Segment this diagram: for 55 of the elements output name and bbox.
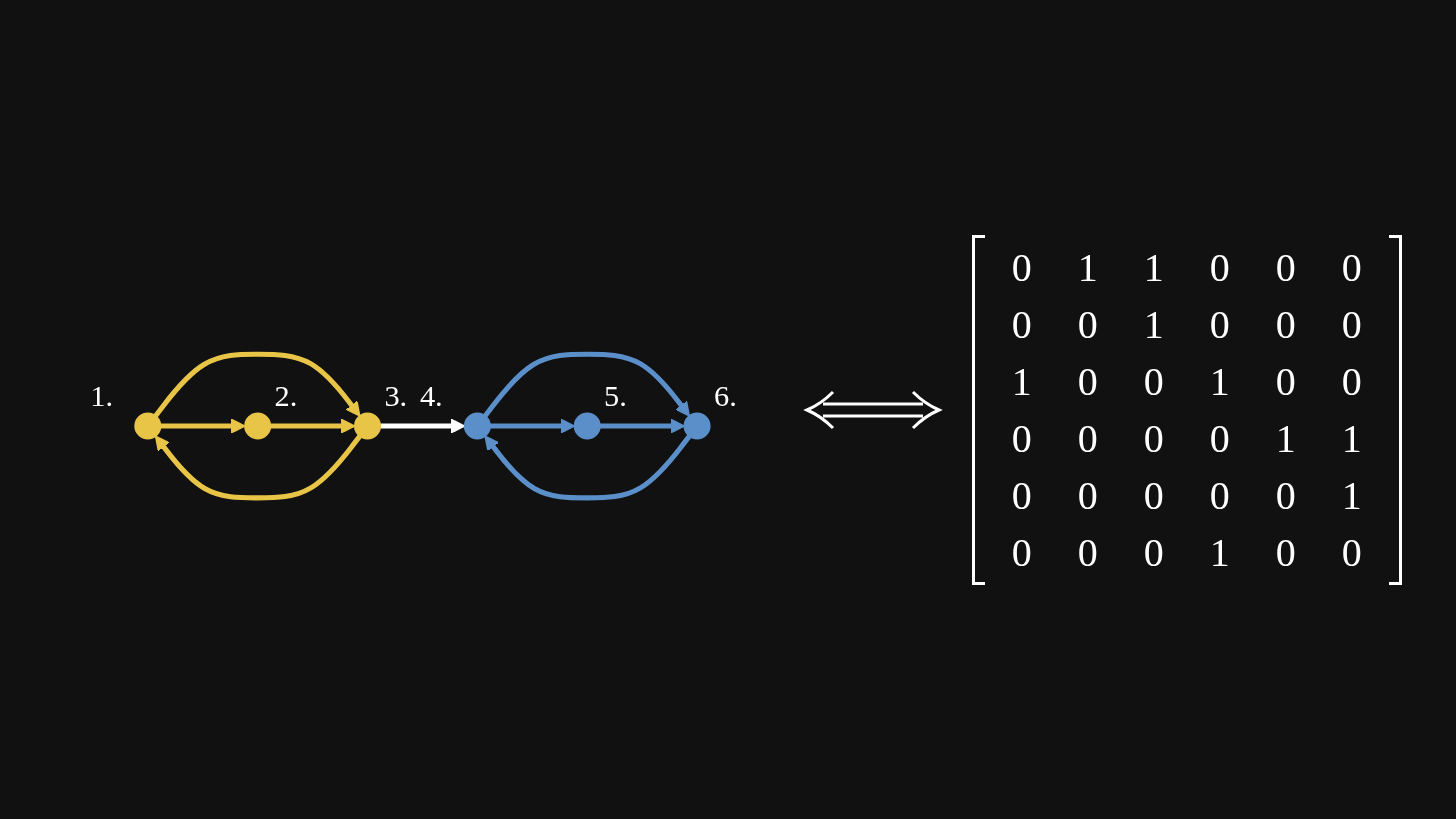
matrix-entry: 1: [1010, 357, 1033, 406]
matrix-entry: 1: [1076, 243, 1099, 292]
matrix-entry: 0: [1142, 471, 1165, 520]
matrix-entry: 0: [1076, 471, 1099, 520]
matrix-entry: 0: [1208, 471, 1231, 520]
matrix-entry: 0: [1274, 471, 1297, 520]
matrix-entry: 0: [1340, 357, 1363, 406]
matrix-entry: 1: [1340, 471, 1363, 520]
arrow: [380, 418, 466, 434]
matrix-entry: 0: [1274, 243, 1297, 292]
matrix-entry: 0: [1274, 357, 1297, 406]
matrix-entry: 1: [1208, 357, 1231, 406]
matrix-entry: 0: [1076, 414, 1099, 463]
matrix-entry: 1: [1274, 414, 1297, 463]
matrix-entry: 1: [1340, 414, 1363, 463]
arrow: [153, 352, 361, 418]
matrix-entry: 1: [1208, 528, 1231, 577]
node-circle: [354, 412, 382, 440]
matrix-entry: 0: [1076, 357, 1099, 406]
matrix-entry: 0: [1274, 300, 1297, 349]
matrix-entry: 0: [1010, 471, 1033, 520]
node-circle: [134, 412, 162, 440]
matrix-entry: 1: [1142, 243, 1165, 292]
node-circle: [683, 412, 711, 440]
matrix-entry: 0: [1076, 300, 1099, 349]
matrix-entry: 0: [1340, 243, 1363, 292]
matrix-entry: 0: [1010, 300, 1033, 349]
arrow: [155, 434, 363, 501]
node-circle: [244, 412, 272, 440]
node-number: 1.: [90, 379, 114, 414]
arrow: [483, 352, 691, 418]
node-number: 4.: [420, 379, 444, 414]
matrix-entry: 0: [1340, 300, 1363, 349]
matrix-entry: 0: [1142, 357, 1165, 406]
matrix-entry: 1: [1142, 300, 1165, 349]
node-circle: [464, 412, 492, 440]
node-number: 3.: [384, 379, 408, 414]
arrow: [484, 434, 692, 501]
matrix-entry: 0: [1142, 528, 1165, 577]
matrix-entry: 0: [1076, 528, 1099, 577]
matrix-entry: 0: [1208, 414, 1231, 463]
matrix-entry: 0: [1010, 414, 1033, 463]
matrix-entry: 0: [1274, 528, 1297, 577]
arrow: [270, 418, 356, 434]
node-number: 2.: [274, 379, 298, 414]
node-number: 5.: [604, 379, 628, 414]
node-number: 6.: [714, 379, 738, 414]
arrow: [160, 418, 246, 434]
matrix-entry: 0: [1142, 414, 1165, 463]
matrix-entry: 0: [1340, 528, 1363, 577]
matrix-entry: 0: [1010, 243, 1033, 292]
node-circle: [574, 412, 602, 440]
matrix-entry: 0: [1010, 528, 1033, 577]
matrix-entry: 0: [1208, 243, 1231, 292]
matrix-entry: 0: [1208, 300, 1231, 349]
